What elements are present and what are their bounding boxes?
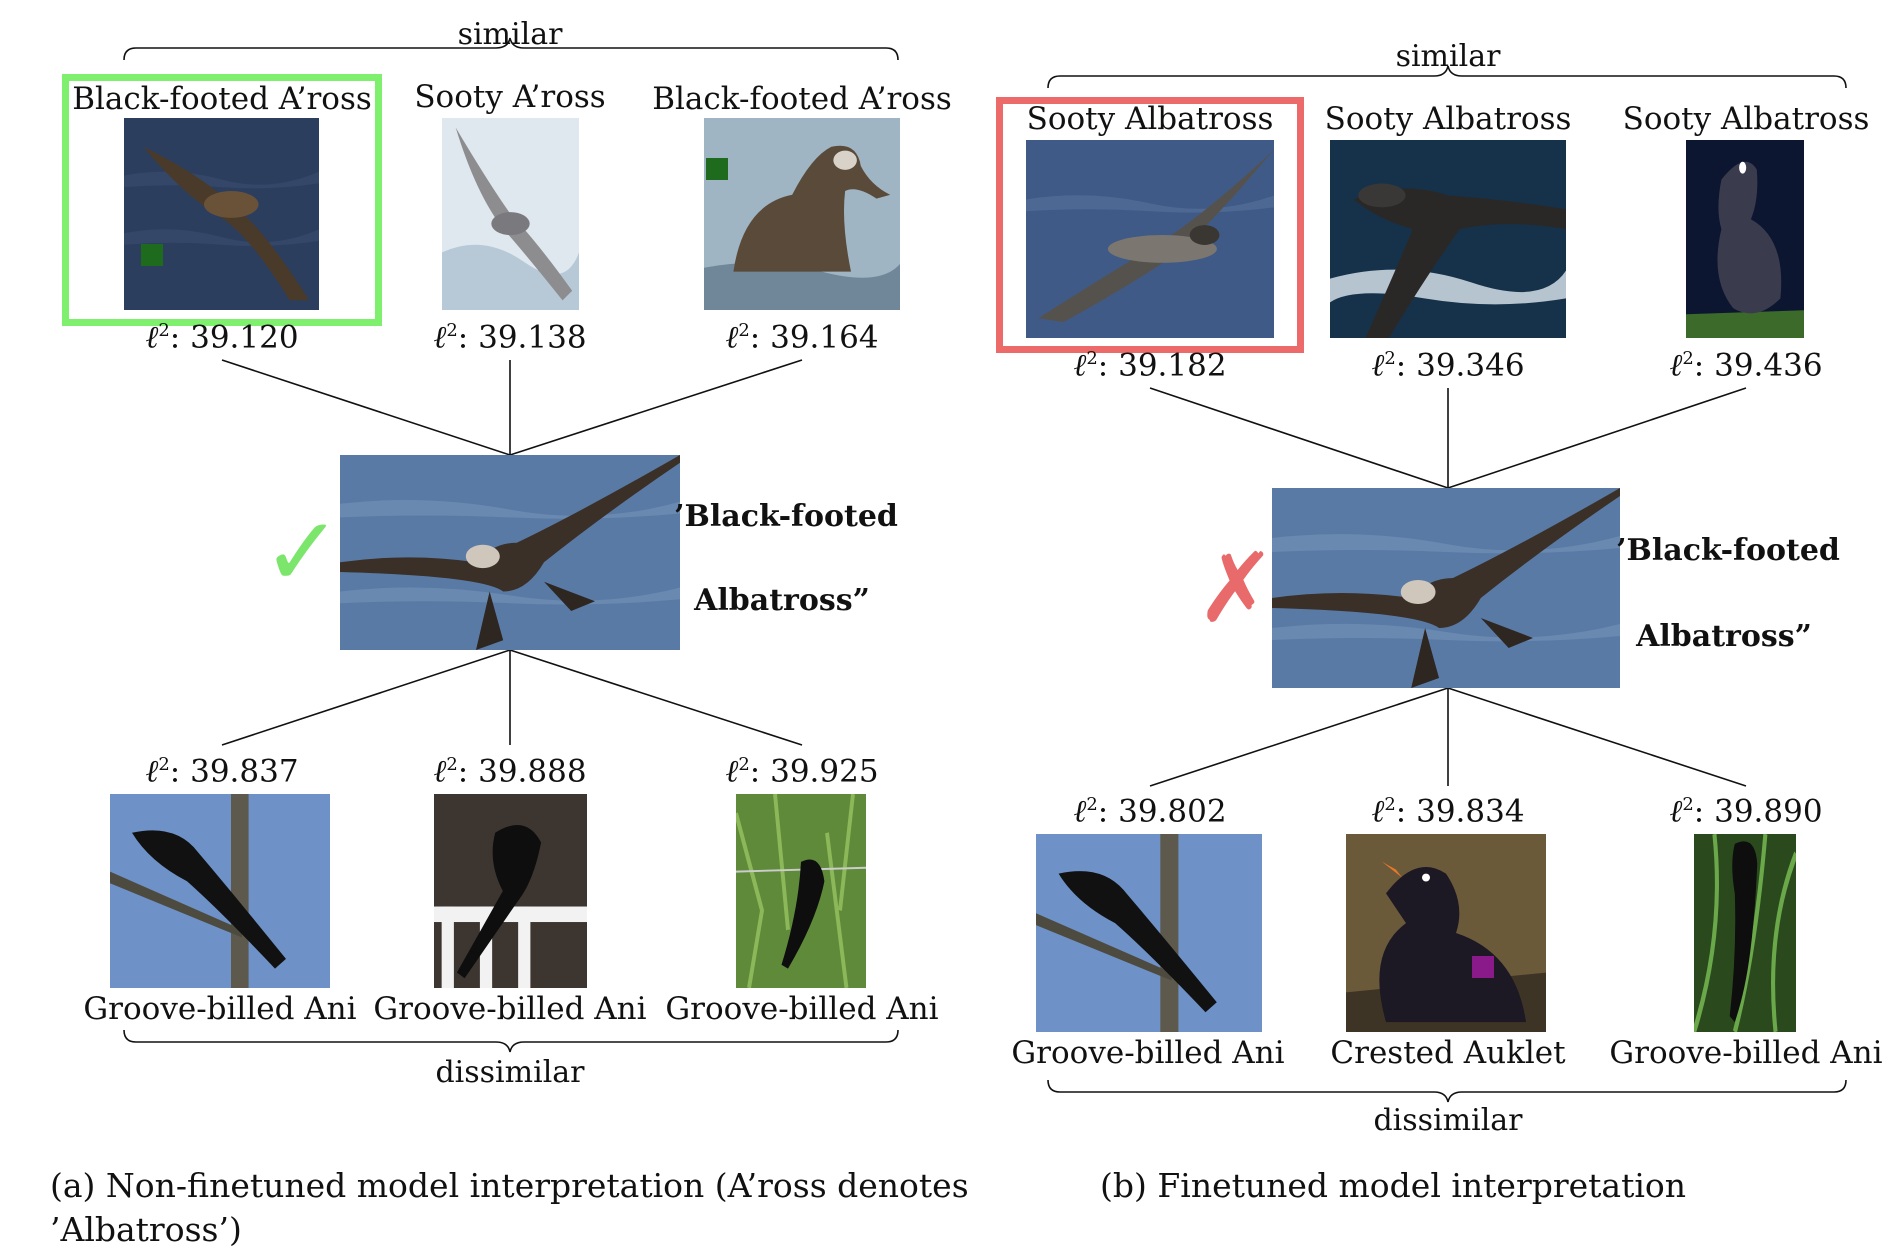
highlight-box-b bbox=[996, 97, 1304, 353]
similar-a3-score: ℓ2: 39.164 bbox=[725, 319, 879, 356]
dissimilar-brace-b bbox=[1047, 1079, 1847, 1103]
similar-a3-image bbox=[704, 118, 900, 310]
dissimilar-a1-score: ℓ2: 39.837 bbox=[145, 753, 299, 790]
similar-b3-score: ℓ2: 39.436 bbox=[1669, 347, 1823, 384]
dissimilar-b2-label: Crested Auklet bbox=[1330, 1035, 1566, 1071]
dissimilar-b1-label: Groove-billed Ani bbox=[1011, 1035, 1285, 1071]
patch-marker bbox=[1472, 956, 1494, 978]
query-image-b bbox=[1272, 488, 1620, 688]
similar-a2-score: ℓ2: 39.138 bbox=[433, 319, 587, 356]
check-mark-icon: ✓ bbox=[262, 496, 343, 608]
patch-marker bbox=[141, 244, 163, 266]
dissimilar-a2-score: ℓ2: 39.888 bbox=[433, 753, 587, 790]
highlight-box-a bbox=[62, 74, 382, 326]
query-label-b-line2: Albatross” bbox=[1636, 619, 1812, 654]
dissimilar-b3-label: Groove-billed Ani bbox=[1609, 1035, 1883, 1071]
similar-b3-label: Sooty Albatross bbox=[1622, 101, 1870, 137]
similar-a1-image bbox=[124, 118, 319, 310]
dissimilar-a2-label: Groove-billed Ani bbox=[373, 991, 647, 1027]
similar-b2-score: ℓ2: 39.346 bbox=[1371, 347, 1525, 384]
cross-mark-icon: ✗ bbox=[1196, 532, 1277, 644]
dissimilar-label-b: dissimilar bbox=[1373, 1103, 1523, 1138]
similar-a2-label: Sooty A’ross bbox=[414, 79, 606, 115]
dissimilar-a3-label: Groove-billed Ani bbox=[665, 991, 939, 1027]
dissimilar-b1-score: ℓ2: 39.802 bbox=[1073, 793, 1227, 830]
dissimilar-b3-score: ℓ2: 39.890 bbox=[1669, 793, 1823, 830]
query-image-a bbox=[340, 455, 680, 650]
similar-brace-b bbox=[1047, 65, 1847, 89]
similar-a1-score: ℓ2: 39.120 bbox=[145, 319, 299, 356]
dissimilar-a1-image bbox=[110, 794, 330, 988]
dissimilar-b2-image bbox=[1346, 834, 1546, 1032]
caption-a-line1: (a) Non-finetuned model interpretation (… bbox=[50, 1166, 969, 1205]
dissimilar-b2-score: ℓ2: 39.834 bbox=[1371, 793, 1525, 830]
similar-label-b: similar bbox=[1395, 39, 1501, 74]
similar-a3-label: Black-footed A’ross bbox=[652, 81, 952, 117]
similar-b1-image bbox=[1026, 140, 1274, 338]
caption-a: (a) Non-finetuned model interpretation (… bbox=[50, 1164, 969, 1251]
similar-b2-label: Sooty Albatross bbox=[1324, 101, 1572, 137]
patch-marker bbox=[706, 158, 728, 180]
similar-label-a: similar bbox=[457, 17, 563, 52]
caption-a-line2: ’Albatross’) bbox=[50, 1209, 242, 1249]
similar-a1-label: Black-footed A’ross bbox=[72, 81, 372, 117]
dissimilar-brace-a bbox=[123, 1029, 899, 1053]
dissimilar-a3-image bbox=[736, 794, 866, 988]
query-label-b-line1: ’Black-footed bbox=[1616, 533, 1840, 568]
dissimilar-b1-image bbox=[1036, 834, 1262, 1032]
similar-b1-score: ℓ2: 39.182 bbox=[1073, 347, 1227, 384]
dissimilar-a1-label: Groove-billed Ani bbox=[83, 991, 357, 1027]
similar-brace-a bbox=[123, 37, 899, 61]
caption-b: (b) Finetuned model interpretation bbox=[1100, 1166, 1687, 1205]
similar-b1-label: Sooty Albatross bbox=[1026, 101, 1274, 137]
dissimilar-a3-score: ℓ2: 39.925 bbox=[725, 753, 879, 790]
similar-b2-image bbox=[1330, 140, 1566, 338]
similar-a2-image bbox=[442, 118, 579, 310]
dissimilar-a2-image bbox=[434, 794, 587, 988]
query-label-a-line2: Albatross” bbox=[694, 583, 870, 618]
query-label-a-line1: ’Black-footed bbox=[674, 499, 898, 534]
dissimilar-label-a: dissimilar bbox=[435, 1055, 585, 1090]
similar-b3-image bbox=[1686, 140, 1804, 338]
dissimilar-b3-image bbox=[1694, 834, 1796, 1032]
